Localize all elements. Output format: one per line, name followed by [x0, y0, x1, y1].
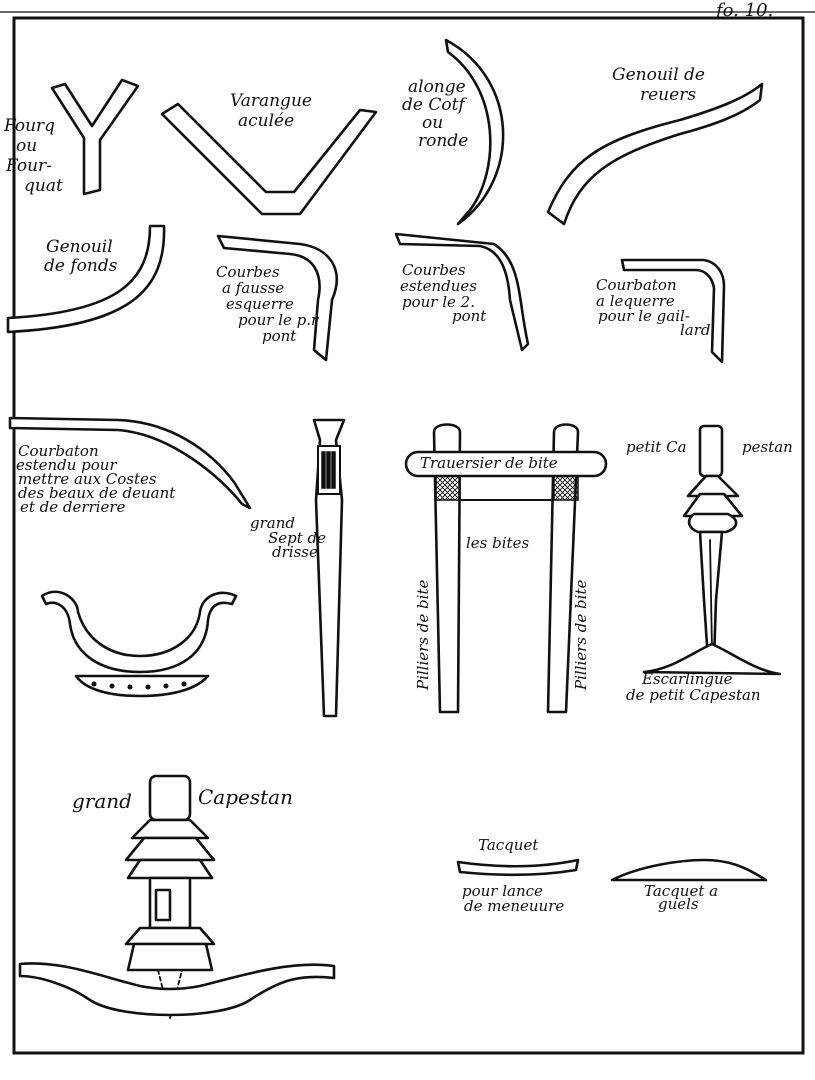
genouil-fonds-label: Genouil de fonds — [44, 237, 118, 276]
les-bites-label: les bites — [466, 534, 529, 552]
escarlingue-label: Escarlingue de petit Capestan — [626, 670, 761, 704]
grand-sept-label: grand Sept de drisse — [250, 514, 331, 561]
varangue-label: Varangue aculée — [230, 91, 317, 131]
crescent-floor-timber — [40, 590, 238, 698]
pour-lance-label: pour lance de meneuure — [462, 882, 564, 915]
trauersier-label: Trauersier de bite — [420, 454, 558, 472]
grand-capestan-label: grand Capestan — [72, 785, 293, 813]
bite-hatch-right — [553, 475, 579, 501]
pilliers-right-label: Pilliers de bite — [572, 580, 590, 691]
plate-border — [12, 16, 805, 1055]
petit-capestan-shape — [642, 424, 782, 676]
petit-capestan-label: petit Ca pestan — [626, 438, 793, 456]
fourquat-shape — [50, 78, 140, 196]
pilliers-left-label: Pilliers de bite — [414, 580, 432, 691]
sept-sheave-slots — [321, 451, 336, 489]
courbaton-estendu-label: Courbaton estendu pour mettre aux Costes… — [16, 442, 180, 516]
tacquet-shape — [456, 858, 580, 877]
tacquet-label: Tacquet — [478, 836, 539, 854]
alonge-label: alonge de Cotf ou ronde — [402, 77, 471, 151]
varangue-aculee-shape — [160, 102, 378, 216]
courbaton-equerre-label: Courbaton a lequerre pour le gail- lard — [596, 276, 711, 339]
tacquet-guels-shape — [610, 858, 768, 882]
courbaton-equerre-shape — [620, 258, 726, 364]
courbes-fausse-label: Courbes a fausse esquerre pour le p.r po… — [216, 263, 323, 345]
grand-capestan-shape — [18, 774, 336, 1019]
trauersier-beam — [404, 450, 608, 478]
courbes-fausse-shape — [216, 234, 338, 362]
courbes-estendues-label: Courbes estendues pour le 2. pont — [400, 261, 487, 325]
courbaton-estendu-shape — [8, 416, 252, 510]
genouil-reuers-label: Genouil de reuers — [612, 65, 710, 105]
bite-hatch-left — [435, 475, 461, 501]
courbes-estendues-shape — [394, 232, 530, 352]
genouil-reuers-shape — [546, 82, 764, 226]
les-bites-group — [404, 423, 608, 714]
genouil-fonds-shape — [6, 224, 166, 334]
fourquat-label: Fourq ou Four- quat — [3, 116, 63, 196]
alonge-shape — [444, 38, 505, 226]
tacquet-guels-label: Tacquet a guels — [644, 882, 723, 913]
folio-number: fo. 10. — [714, 0, 773, 21]
